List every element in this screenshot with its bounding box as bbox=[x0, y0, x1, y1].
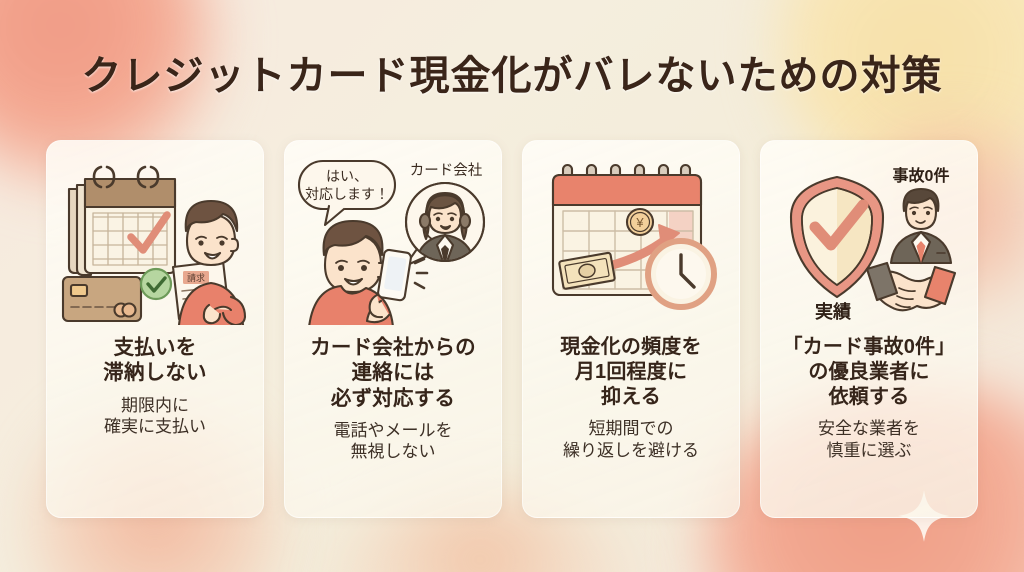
illustration-calendar-check-credit-card-person: 請求 bbox=[55, 155, 255, 325]
card-headline: 現金化の頻度を 月1回程度に 抑える bbox=[560, 336, 702, 408]
card-respond-to-card-company[interactable]: はい、 対応します！ カード会社 bbox=[284, 140, 502, 518]
card-subtext: 短期間での 繰り返しを避ける bbox=[563, 419, 699, 460]
yen-symbol: ¥ bbox=[635, 215, 644, 230]
card-limit-frequency[interactable]: ¥ 現金化の頻度を 月1回程度 bbox=[522, 140, 740, 518]
card-headline: 「カード事故0件」 の優良業者に 依頼する bbox=[782, 336, 956, 408]
accident-zero-label: 事故0件 bbox=[893, 166, 950, 185]
speech-bubble-line1: はい、 bbox=[326, 168, 368, 184]
page-title: クレジットカード現金化がバレないための対策 bbox=[81, 54, 943, 98]
speech-bubble-line2: 対応します！ bbox=[305, 186, 389, 202]
card-payment-no-delinquency[interactable]: 請求 bbox=[46, 140, 264, 518]
document-label: 請求 bbox=[187, 272, 205, 283]
card-headline: 支払いを 滞納しない bbox=[103, 336, 207, 385]
card-subtext: 電話やメールを 無視しない bbox=[333, 421, 453, 462]
card-headline: カード会社からの 連絡には 必ず対応する bbox=[310, 336, 476, 410]
operator-label: カード会社 bbox=[410, 162, 483, 179]
cards-row: 請求 bbox=[46, 140, 978, 518]
illustration-calendar-money-arrow-clock: ¥ bbox=[531, 155, 731, 325]
card-subtext: 期限内に 確実に支払い bbox=[104, 395, 206, 437]
card-subtext: 安全な業者を 慎重に選ぶ bbox=[818, 419, 920, 460]
track-record-label: 実績 bbox=[815, 301, 852, 322]
card-choose-good-vendor[interactable]: 事故0件 実績 bbox=[760, 140, 978, 518]
illustration-person-on-phone-with-operator: はい、 対応します！ カード会社 bbox=[293, 155, 493, 325]
illustration-shield-check-businessman-handshake: 事故0件 実績 bbox=[769, 155, 969, 325]
